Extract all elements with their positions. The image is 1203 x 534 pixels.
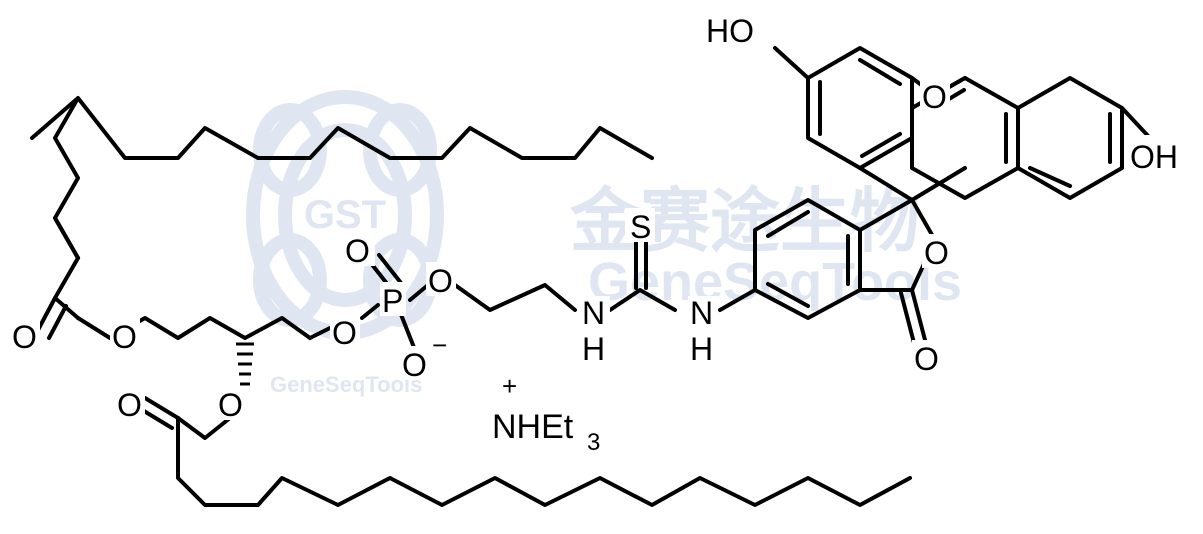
atom-n-left: N: [582, 295, 605, 331]
xl-inner-2: [858, 58, 902, 86]
atom-o-phos-right: O: [428, 263, 453, 299]
stereo-hashed-bond: [236, 342, 254, 386]
atom-o-xanthene: O: [922, 79, 947, 115]
sn1-carbonyl-double-2: [47, 304, 68, 340]
sn1-carbonyl-double-1: [36, 296, 57, 332]
xl-inner-3: [860, 132, 902, 158]
sn2-ester-link: [176, 416, 232, 440]
ring-inner-3: [766, 282, 810, 308]
atom-o-phos-left: O: [332, 315, 357, 351]
ethyl-linker: [453, 283, 577, 312]
sn2-carbonyl-double-1: [143, 396, 180, 420]
thiourea-left: [608, 288, 677, 312]
atom-o-phos-minus: O: [402, 347, 427, 383]
atom-o-carbonyl-sn1: O: [12, 319, 37, 355]
phosphate-left-bond: [308, 326, 332, 340]
phenol-right-ring: [1016, 76, 1124, 200]
watermark-logo-text: GST: [304, 193, 386, 237]
atom-o-lactone-ring: O: [924, 235, 949, 271]
atom-oh-right: OH: [1130, 139, 1178, 175]
atom-o-carbonyl-sn2: O: [117, 387, 142, 423]
lactone-carbonyl-2: [899, 291, 916, 345]
sn1-chain-lower: [53, 216, 80, 260]
p-o-left: [360, 303, 380, 320]
sn2-alkyl-chain: [176, 416, 912, 507]
atom-o-lactone-carbonyl: O: [914, 341, 939, 377]
xanthene-left-ring: [806, 46, 914, 170]
counterion: + NHEt 3: [492, 371, 600, 456]
p-o-double-2: [377, 253, 403, 285]
oh-bond: [1120, 106, 1152, 140]
p-o-right: [408, 283, 430, 302]
watermark-brand-cn: 金赛途生物: [569, 182, 920, 260]
counterion-charge: +: [502, 371, 517, 401]
sn1-alkyl-chain: [30, 96, 654, 260]
counterion-subscript: 3: [587, 429, 600, 456]
atom-labels: HO O OH S O O N H N H O P O O O − O O: [10, 12, 1194, 423]
atom-ho-top: HO: [706, 13, 754, 49]
atom-o-ester-sn1: O: [112, 319, 137, 355]
atom-o-ester-sn2: O: [218, 387, 243, 423]
charge-minus: −: [432, 330, 447, 360]
ho-bond: [773, 46, 810, 80]
atom-p: P: [382, 283, 403, 319]
atom-n-right: N: [690, 295, 713, 331]
pr-inner-2: [1028, 166, 1072, 188]
atom-s-thio: S: [630, 209, 651, 245]
ring-inner-1: [766, 210, 810, 238]
spiro-left: [858, 166, 914, 202]
atom-h-left: H: [582, 331, 605, 367]
atom-o-phos-double: O: [345, 233, 370, 269]
amine-to-ring: [718, 288, 757, 312]
atom-h-right: H: [690, 331, 713, 367]
p-o-minus: [398, 310, 417, 352]
watermark-brand-en-small: GeneSeqTools: [270, 372, 422, 397]
lactone-carbonyl-1: [910, 288, 927, 342]
counterion-label: NHEt: [492, 408, 574, 446]
